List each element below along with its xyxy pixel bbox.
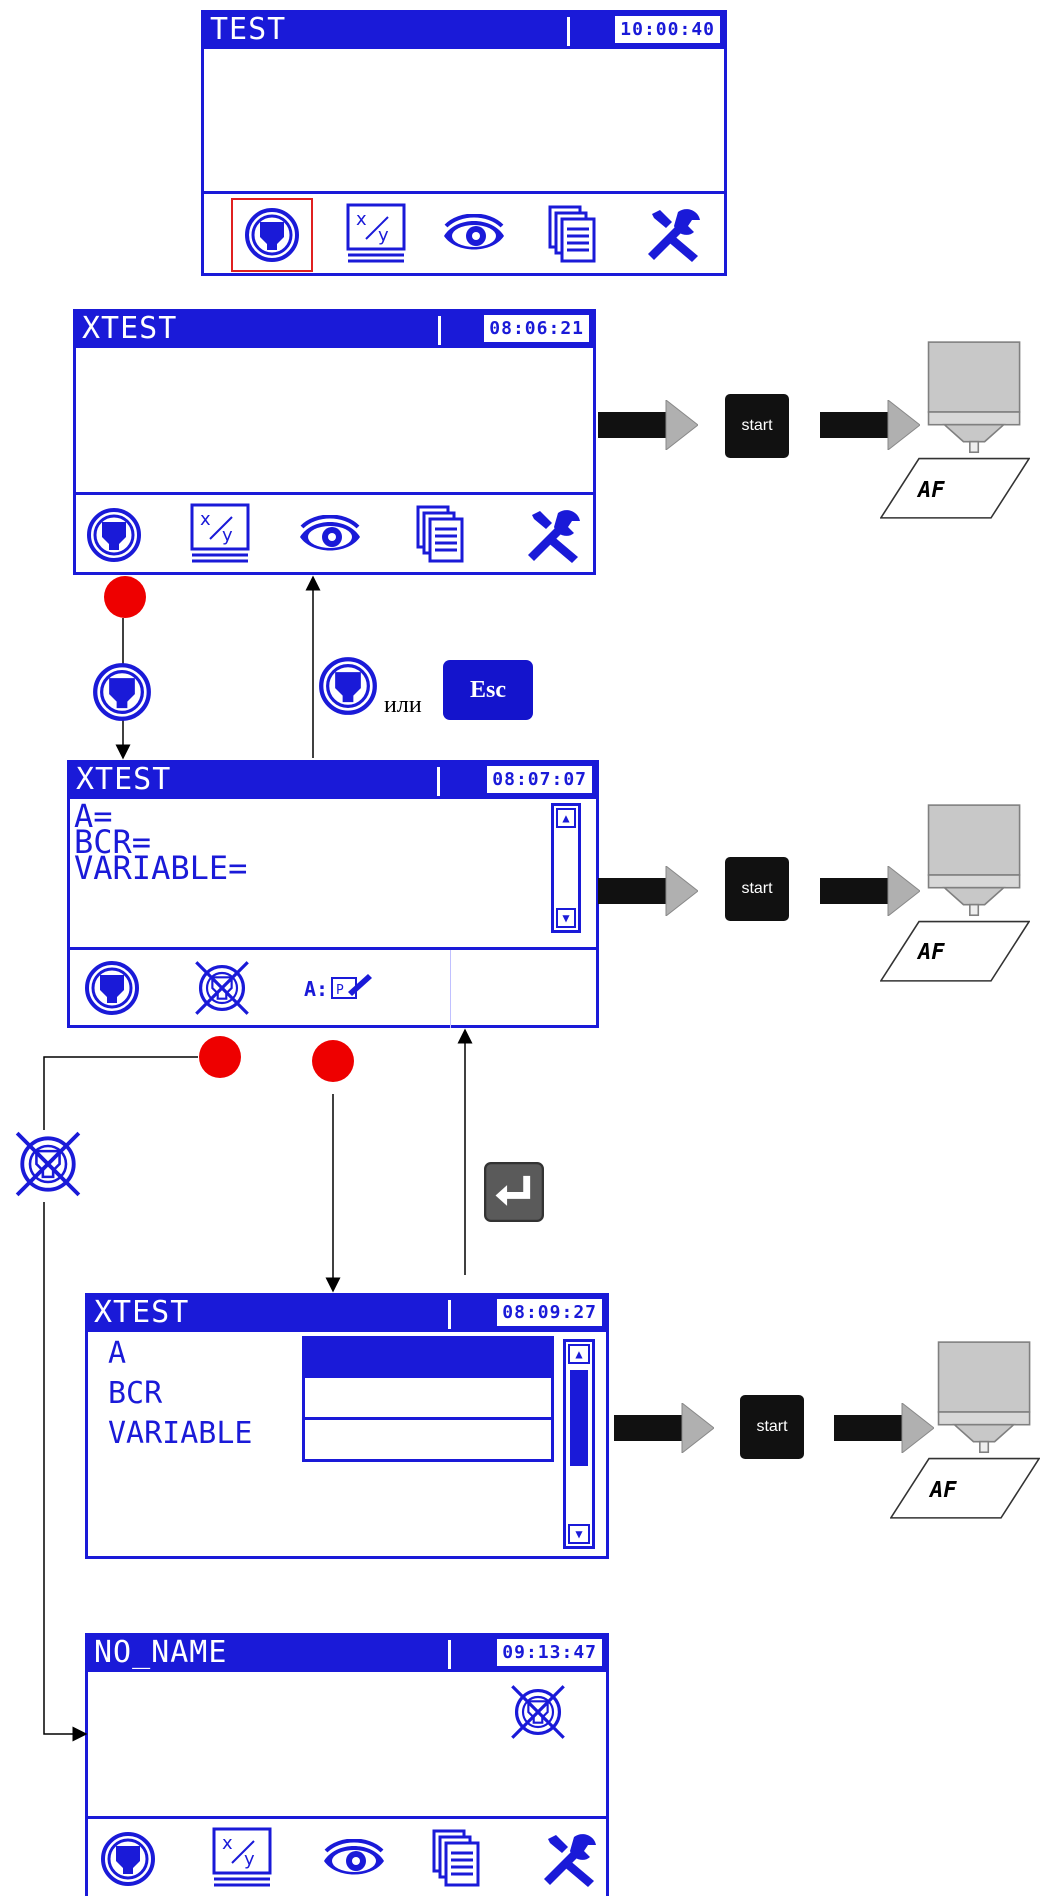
or-label: или [384,692,422,719]
red-dot-marker [199,1036,241,1078]
enter-key-icon[interactable] [484,1162,544,1222]
no-print-icon [12,1128,84,1200]
print-icon [92,662,152,722]
print-icon [318,656,378,716]
esc-button[interactable]: Esc [443,660,533,720]
red-dot-marker [312,1040,354,1082]
red-dot-marker [104,576,146,618]
